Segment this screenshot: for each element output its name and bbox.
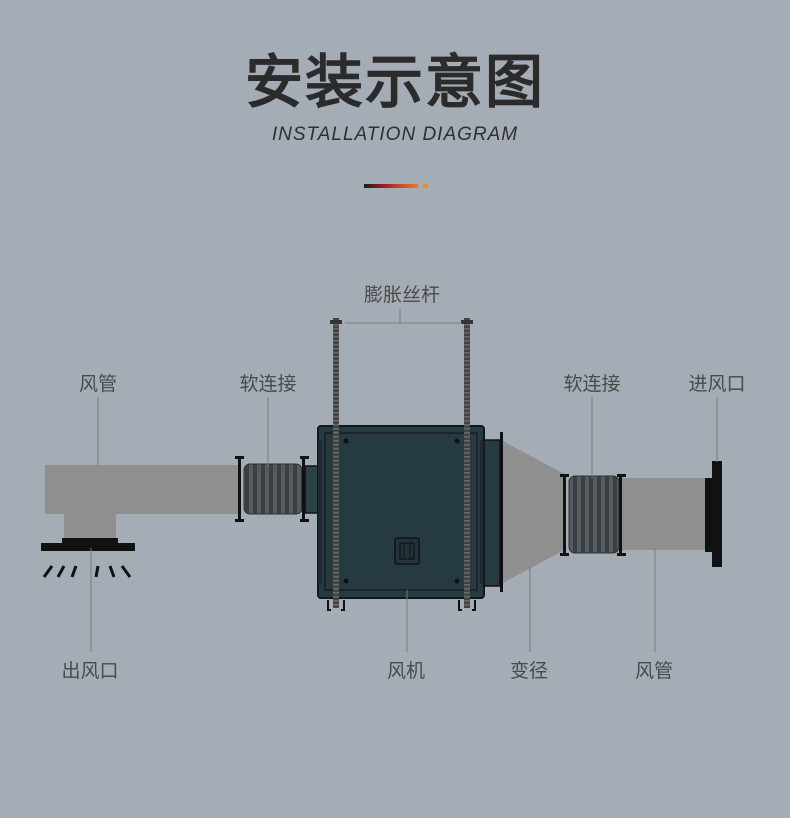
label-soft-connection-right: 软连接: [563, 373, 620, 395]
inlet-flange: [705, 461, 722, 567]
left-duct: [45, 465, 241, 542]
reducer: [503, 441, 566, 583]
fan-unit: [304, 425, 503, 599]
left-bellows: [235, 456, 309, 522]
label-duct-right: 风管: [635, 660, 673, 682]
label-expansion-rod: 膨胀丝杆: [364, 284, 440, 306]
right-bellows: [560, 474, 626, 556]
right-duct: [622, 478, 707, 550]
outlet-grille: [41, 538, 135, 578]
label-air-inlet: 进风口: [688, 373, 745, 395]
page-title: 安装示意图: [244, 48, 545, 116]
label-fan: 风机: [387, 660, 425, 682]
expansion-rods: [327, 318, 476, 611]
label-duct-left: 风管: [79, 373, 117, 395]
label-reducer: 变径: [510, 660, 548, 682]
leader-lines: [90, 309, 718, 652]
accent-dot: [423, 184, 428, 188]
accent-bar: [364, 184, 418, 188]
label-soft-connection-left: 软连接: [239, 373, 296, 395]
page-subtitle: INSTALLATION DIAGRAM: [271, 124, 519, 145]
label-air-outlet: 出风口: [61, 660, 118, 682]
